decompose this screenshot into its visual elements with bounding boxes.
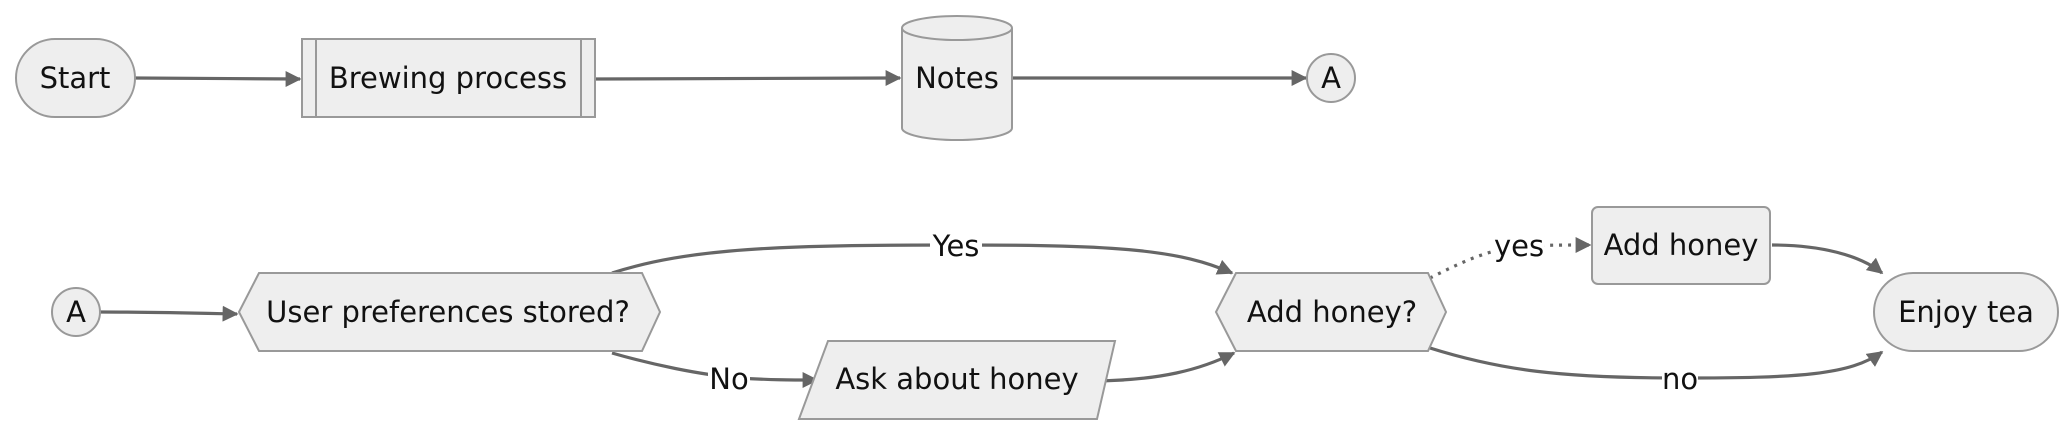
edge-connector-to-prefs [99,305,239,322]
node-add-honey: Add honey [1591,206,1771,285]
node-add-honey-label: Add honey [1604,228,1759,262]
edge-label-prefs-yes-text: Yes [932,229,980,263]
connector-a-out-label: A [1321,61,1341,95]
node-start-label: Start [40,61,111,95]
node-user-preferences-decision: User preferences stored? [237,272,662,352]
edge-brewing-to-notes [594,70,902,87]
node-enjoy-tea: Enjoy tea [1873,272,2059,352]
node-ask-about-honey-label: Ask about honey [835,362,1078,396]
edge-start-to-brewing [134,70,302,87]
node-user-preferences-label: User preferences stored? [266,295,630,329]
edge-label-prefs-yes: Yes [930,229,982,263]
edge-add-to-enjoy [1771,243,1884,275]
node-start: Start [15,38,136,118]
node-brewing-process: Brewing process [301,38,596,118]
edge-ask-to-addq [1096,351,1236,383]
edge-label-honey-no-text: no [1662,362,1698,396]
node-add-honey-decision-label: Add honey? [1247,295,1417,329]
edge-honey-no [1429,346,1884,380]
connector-a-out: A [1306,53,1356,103]
edge-label-honey-no: no [1662,362,1698,396]
connector-a-in-label: A [66,295,86,329]
edge-label-prefs-no-text: No [709,362,748,396]
node-brewing-process-label: Brewing process [329,61,567,95]
edge-label-honey-yes: yes [1494,229,1544,263]
node-enjoy-tea-label: Enjoy tea [1898,295,2034,329]
node-notes-database: Notes [901,15,1013,141]
connector-a-in: A [51,287,101,337]
edge-label-honey-yes-text: yes [1494,229,1544,263]
top-flow-edges [134,70,1308,87]
node-add-honey-decision: Add honey? [1214,272,1448,352]
node-notes-label: Notes [915,61,999,95]
edge-prefs-yes [611,243,1234,275]
node-ask-about-honey: Ask about honey [797,340,1117,420]
edge-label-prefs-no: No [708,362,750,396]
